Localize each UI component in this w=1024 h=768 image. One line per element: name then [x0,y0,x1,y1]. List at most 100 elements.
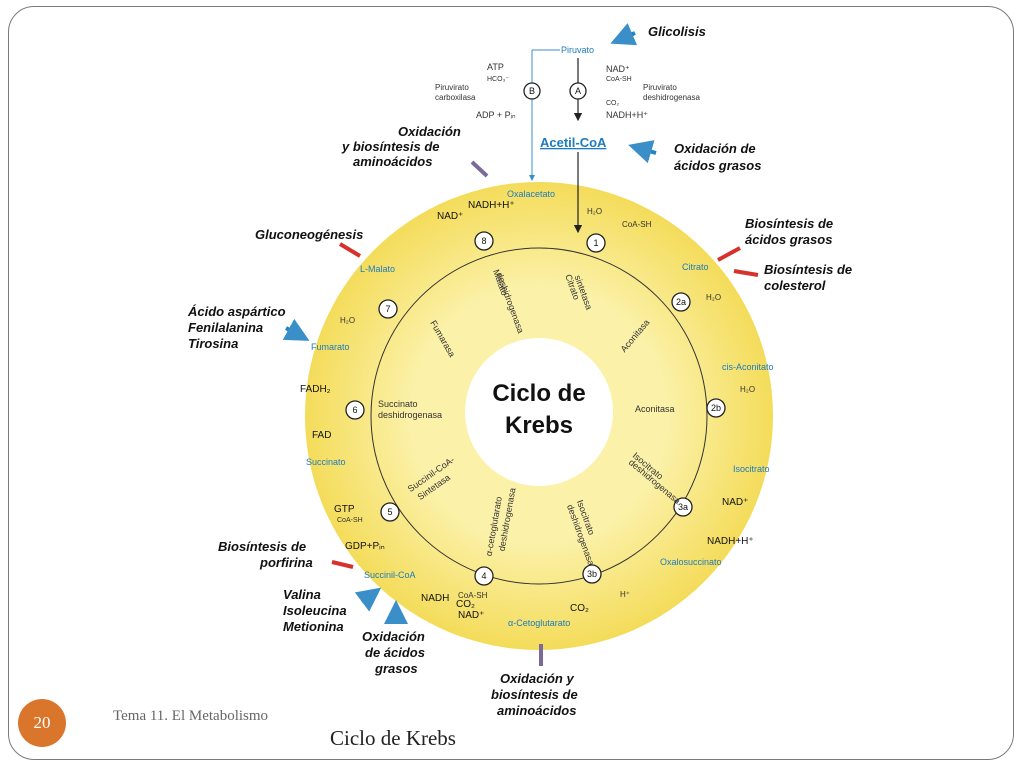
step-4-circle [474,566,494,586]
fadh2-6-label: FADH₂ [300,384,331,395]
h-3b-label: H⁺ [620,590,630,599]
nad-top-label: NAD⁺ [606,64,630,74]
cycle-center [465,338,613,486]
fad-6-label: FAD [312,430,331,441]
nad-4-label: NAD⁺ [458,610,484,621]
pdh-label-1: Piruvirato [643,83,677,92]
co2-top-label: CO₂ [606,100,620,107]
gluconeogenesis-arrow [338,242,362,258]
cycle-path [370,247,708,585]
step-1-circle [586,233,606,253]
pdh-label-2: deshidrogenasa [643,93,700,102]
oxid-amino-top-line1: Oxidación [398,124,461,139]
oxid-amino-bot-line3: aminoácidos [497,703,576,718]
aconitasa-2-label: Aconitasa [635,404,675,414]
step-7-label: 7 [385,304,390,314]
oxid-grasos-bot-line1: Oxidación [362,629,425,644]
step-6-circle [345,400,365,420]
nadh-top-label: NADH+H⁺ [606,110,648,120]
oxid-amino-top-arrow [470,160,489,178]
valina-line3: Metionina [283,619,344,634]
step-4-label: 4 [481,571,486,581]
step-2a-circle [671,292,691,312]
bio-coles-line2: colesterol [764,278,826,293]
piruvato-carboxilasa-label-1: Piruvirato [435,83,469,92]
step-8-label: 8 [481,236,486,246]
h2o-7-label: H₂O [340,316,355,325]
glicolisis-label: Glicolisis [648,24,706,39]
step-3b-label: 3b [587,569,597,579]
valina-arrow [354,587,382,612]
step-1-label: 1 [593,238,598,248]
step-2b-label: 2b [711,403,721,413]
co2-3b-label: CO₂ [570,603,589,614]
step-3b-circle [582,564,602,584]
nad-8-label: NAD⁺ [437,211,463,222]
cis-aconitato-label: cis-Aconitato [722,362,774,372]
piruvato-carboxilasa-label-2: carboxilasa [435,93,476,102]
h2o-2b-label: H₂O [740,385,755,394]
coash-5-label: CoA-SH [337,517,363,524]
nadh-4-label: NADH [421,593,449,604]
center-title-line1: Ciclo de [492,380,585,407]
citrato-label: Citrato [682,262,709,272]
step-a-circle [569,82,587,100]
step-a-label: A [575,86,581,96]
step-b-circle [523,82,541,100]
footer-text: Tema 11. El Metabolismo [113,708,269,724]
step-2a-label: 2a [676,297,686,307]
step-3a-circle [673,497,693,517]
h2o-2a-label: H₂O [706,293,721,302]
oxid-amino-top-line2: y biosíntesis de [341,139,440,154]
aspartico-line1: Ácido aspártico [187,304,286,319]
fumarato-label: Fumarato [311,342,350,352]
step-2b-circle [706,398,726,418]
oxalosuccinato-label: Oxalosuccinato [660,557,722,567]
oxid-grasos-bot-line3: grasos [374,661,418,676]
center-title-line2: Krebs [505,412,573,439]
hco3-label: HCO₃⁻ [487,76,509,83]
succinil-coa-label: Succinil-CoA [364,570,416,580]
slide-caption: Ciclo de Krebs [330,726,456,750]
step-6-label: 6 [352,405,357,415]
aspartico-arrow [282,318,310,341]
aspartico-line2: Fenilalanina [188,320,263,335]
valina-line2: Isoleucina [283,603,347,618]
l-malato-label: L-Malato [360,264,395,274]
coash-top-label: CoA-SH [606,76,632,83]
nad-3a-label: NAD⁺ [722,497,748,508]
succinato-dh-1: Succinato [378,399,418,409]
nadh-3a-label: NADH+H⁺ [707,536,754,547]
isocitrato-label: Isocitrato [733,464,770,474]
porfirina-line1: Biosíntesis de [218,539,306,554]
bio-grasos-line2: ácidos grasos [745,232,832,247]
bio-grasos-line1: Biosíntesis de [745,216,833,231]
succinato-label: Succinato [306,457,346,467]
nadh-8-label: NADH+H⁺ [468,200,515,211]
oxid-grasos-top-line2: ácidos grasos [674,158,761,173]
succinato-dh-2: deshidrogenasa [378,410,442,420]
oxalacetato-label: Oxalacetato [507,189,555,199]
co2-4-label: CO₂ [456,599,475,610]
coash-1-label: CoA-SH [622,220,652,229]
atp-label: ATP [487,62,504,72]
step-7-circle [378,299,398,319]
slide-frame [8,6,1014,760]
step-5-label: 5 [387,507,392,517]
step-b-label: B [529,86,535,96]
gtp-5-label: GTP [334,504,355,515]
oxid-amino-bot-line2: biosíntesis de [491,687,578,702]
oxid-grasos-bot-line2: de ácidos [365,645,425,660]
step-8-circle [474,231,494,251]
oxid-grasos-top-arrow [628,140,657,164]
step-3a-label: 3a [678,502,688,512]
glicolisis-arrow [610,23,638,46]
bio-grasos-arrow [717,246,741,262]
porfirina-arrow [331,560,354,569]
porfirina-line2: porfirina [259,555,313,570]
cetoglutarato-label: α-Cetoglutarato [508,618,570,628]
oxid-amino-top-line3: aminoácidos [353,154,432,169]
step-5-circle [380,502,400,522]
oxid-amino-bot-line1: Oxidación y [500,671,574,686]
